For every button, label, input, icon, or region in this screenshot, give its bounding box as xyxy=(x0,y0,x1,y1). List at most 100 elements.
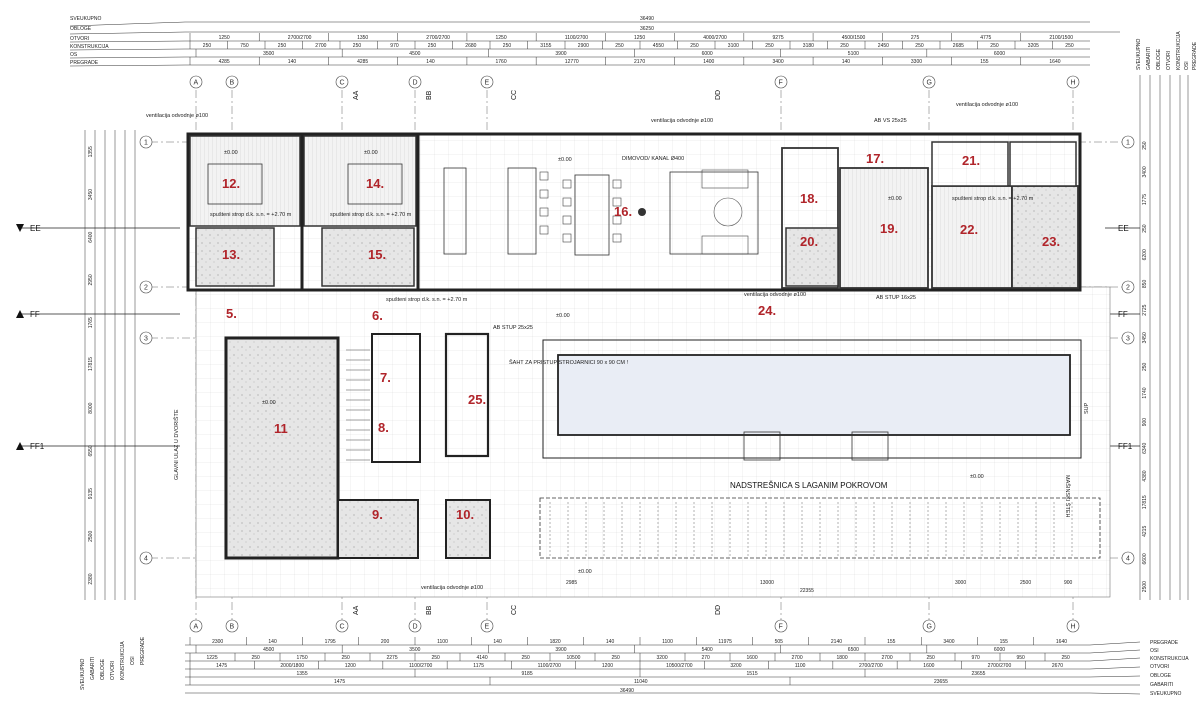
axis-bubble xyxy=(1066,75,1080,89)
top-row-labels: SVEUKUPNO OBLOGE OTVORI KONSTRUKCIJA OS … xyxy=(70,16,654,66)
axis-bubble xyxy=(139,551,153,565)
axis-bubble xyxy=(139,331,153,345)
pool-steps xyxy=(851,431,889,461)
svg-text:OBLOGE: OBLOGE xyxy=(1150,673,1172,679)
svg-text:SUP: SUP xyxy=(1084,402,1090,414)
left-dimension-rows xyxy=(84,130,136,600)
axis-bubble xyxy=(1121,331,1135,345)
axis-label: F xyxy=(779,80,783,87)
room-11-area xyxy=(224,336,340,560)
axis-label: 3 xyxy=(144,336,148,343)
dim-value: 250 xyxy=(428,43,437,49)
axis-label: 2 xyxy=(1126,285,1130,292)
dim-value: 3205 xyxy=(1028,43,1039,49)
axis-bubble xyxy=(480,75,494,89)
svg-text:spušteni strop d.k. s.n. = +2.: spušteni strop d.k. s.n. = +2.70 m xyxy=(386,297,468,303)
dim-value: 950 xyxy=(1017,655,1026,661)
dim-value: 250 xyxy=(503,43,512,49)
dim-value: 3200 xyxy=(730,663,741,669)
dim-value: 505 xyxy=(775,639,784,645)
axis-bubble xyxy=(189,75,203,89)
svg-text:3000: 3000 xyxy=(955,580,966,586)
axis-bubble xyxy=(1121,280,1135,294)
dim-value: 1515 xyxy=(747,671,758,677)
dim-value: 200 xyxy=(381,639,390,645)
dim-value: 250 xyxy=(615,43,624,49)
dim-value: 8000 xyxy=(88,402,94,413)
dim-value: 250 xyxy=(1142,224,1148,233)
dim-value: 3400 xyxy=(1142,166,1148,177)
dim-value: 2700/2700 xyxy=(288,35,312,41)
svg-text:BB: BB xyxy=(426,90,433,100)
bed-icon xyxy=(207,163,263,205)
right-dimension-rows xyxy=(1139,75,1189,600)
dim-value: 250 xyxy=(840,43,849,49)
dim-value: 1640 xyxy=(1056,639,1067,645)
axis-bubble xyxy=(480,619,494,633)
dim-value: 3900 xyxy=(555,51,566,57)
axis-label: A xyxy=(194,624,199,631)
svg-text:PREGRADE: PREGRADE xyxy=(70,60,99,66)
dim-value: 10500/2700 xyxy=(666,663,693,669)
svg-text:OSI: OSI xyxy=(1184,61,1190,70)
pool-steps xyxy=(743,431,781,461)
room-23-area xyxy=(1011,185,1079,289)
svg-text:OTVORI: OTVORI xyxy=(110,661,116,680)
axis-label: E xyxy=(485,624,490,631)
dimovod-label: DIMOVOD/ KANAL Ø400 xyxy=(622,156,684,162)
dim-value: 4285 xyxy=(357,59,368,65)
room-5-label: 5. xyxy=(226,306,237,321)
dim-value: 6500 xyxy=(848,647,859,653)
dim-value: 1400 xyxy=(703,59,714,65)
svg-text:AA: AA xyxy=(353,90,360,100)
axis-bubble xyxy=(225,75,239,89)
bottom-dimension-rows xyxy=(185,641,1141,695)
section-marks: AA BB CC DD AA BB CC DD xyxy=(353,90,722,615)
dim-value: 2670 xyxy=(1052,663,1063,669)
dim-value: 2700 xyxy=(882,655,893,661)
pool xyxy=(557,354,1071,436)
svg-text:OBLOGE: OBLOGE xyxy=(1156,48,1162,70)
dim-value: 17815 xyxy=(88,357,94,371)
dim-value: 2140 xyxy=(831,639,842,645)
top-total-dim: 36490 xyxy=(640,16,654,22)
axis-label: D xyxy=(413,624,418,631)
dim-value: 23655 xyxy=(972,671,986,677)
dim-value: 2700/2700 xyxy=(426,35,450,41)
dim-value: 6400 xyxy=(88,231,94,242)
dim-value: 4285 xyxy=(219,59,230,65)
room-24-label: 24. xyxy=(758,303,776,318)
top-dimension-rows xyxy=(69,21,1120,67)
dim-value: 6550 xyxy=(88,445,94,456)
dim-value: 250 xyxy=(203,43,212,49)
axis-bubble xyxy=(922,619,936,633)
ventilacija-top-label: ventilacija odvodnje ø100 xyxy=(651,118,713,124)
dim-value: 6200 xyxy=(1142,249,1148,260)
dim-value: 250 xyxy=(522,655,531,661)
axis-label: A xyxy=(194,80,199,87)
svg-text:FF1: FF1 xyxy=(30,442,45,451)
dim-value: 250 xyxy=(1062,655,1071,661)
svg-text:SVEUKUPNO: SVEUKUPNO xyxy=(1150,691,1182,697)
dim-value: 2450 xyxy=(878,43,889,49)
svg-text:22355: 22355 xyxy=(800,588,814,594)
dim-value: 10500 xyxy=(567,655,581,661)
dim-value: 1100 xyxy=(662,639,673,645)
pool-dims: 2985 13000 3000 2500 900 22355 xyxy=(566,580,1073,594)
svg-text:±0.00: ±0.00 xyxy=(578,569,592,575)
dim-value: 250 xyxy=(765,43,774,49)
dim-value: 1775 xyxy=(1142,194,1148,205)
svg-text:FF: FF xyxy=(30,310,40,319)
dim-value: 1765 xyxy=(88,317,94,328)
dim-value: 3450 xyxy=(88,189,94,200)
ab-stup-1-label: AB STUP 16x25 xyxy=(876,295,916,301)
room-12-label: 12. xyxy=(222,176,240,191)
dim-value: 2685 xyxy=(953,43,964,49)
dim-value: 2300 xyxy=(212,639,223,645)
dim-value: 250 xyxy=(927,655,936,661)
svg-text:spušteni strop d.k. s.n. = +2.: spušteni strop d.k. s.n. = +2.70 m xyxy=(952,196,1034,202)
